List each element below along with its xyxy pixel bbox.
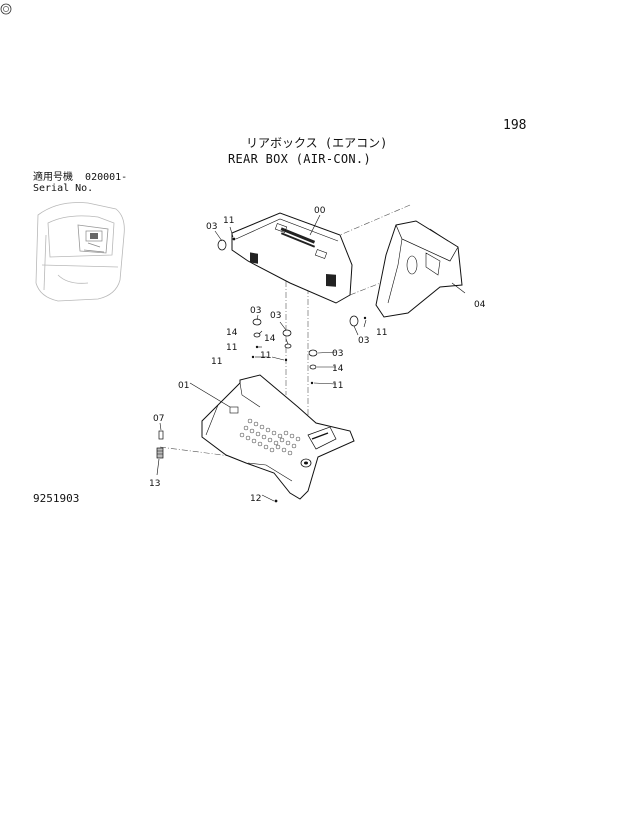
machine-thumbnail (35, 202, 125, 302)
label-part-14: 14 (264, 334, 276, 344)
serial-label-japanese: 適用号機 020001- (33, 173, 127, 183)
label-part-03: 03 (358, 336, 369, 346)
label-part-11: 11 (211, 357, 222, 367)
serial-value: 020001- (85, 172, 128, 183)
label-part-11: 11 (260, 351, 271, 361)
page-title: REAR BOX (AIR-CON.) (228, 152, 371, 166)
part-11-screw (232, 237, 236, 241)
label-part-03: 03 (332, 349, 343, 359)
label-part-07: 07 (153, 414, 164, 424)
circle-mark-icon (0, 3, 12, 15)
part-11-screw (251, 355, 255, 359)
label-part-04: 04 (474, 300, 486, 310)
part-11-screw (255, 345, 259, 349)
part-03-cap (282, 329, 292, 337)
label-part-12: 12 (250, 494, 261, 504)
label-part-11: 11 (332, 381, 343, 391)
part-11-screw (363, 316, 367, 320)
label-part-14: 14 (332, 364, 344, 374)
part-12-screw (274, 499, 278, 503)
label-part-03: 03 (270, 311, 281, 321)
part-11-screw (310, 381, 314, 385)
part-13-bolt (156, 447, 164, 459)
part-03-cap (217, 239, 227, 251)
label-part-11: 11 (376, 328, 387, 338)
serial-label: Serial No. (33, 183, 94, 194)
label-part-03: 03 (206, 222, 217, 232)
part-00-upper-panel (231, 212, 353, 304)
part-03-cap (308, 349, 318, 357)
part-14-washer (253, 332, 261, 338)
exploded-parts-diagram: 00 01 03 03 03 03 03 04 07 11 11 11 11 1… (149, 204, 486, 504)
label-part-14: 14 (226, 328, 238, 338)
part-01-lower-cover (201, 374, 355, 500)
part-03-cap (349, 315, 359, 327)
page-number: 198 (503, 118, 527, 133)
part-11-screw (284, 358, 288, 362)
part-14-washer (309, 364, 317, 370)
drawing-number: 9251903 (33, 492, 80, 505)
part-14-washer (284, 343, 292, 349)
label-part-11: 11 (226, 343, 237, 353)
label-part-00: 00 (314, 206, 326, 216)
label-part-01: 01 (178, 381, 189, 391)
label-part-13: 13 (149, 479, 160, 489)
guide-line (339, 204, 411, 236)
part-04-duct (375, 220, 463, 318)
serial-label-jp-text: 適用号機 (33, 172, 73, 183)
label-part-03: 03 (250, 306, 261, 316)
label-part-11: 11 (223, 216, 234, 226)
page-title-japanese: リアボックス (エアコン) (246, 136, 388, 150)
part-07-pin (158, 430, 164, 440)
